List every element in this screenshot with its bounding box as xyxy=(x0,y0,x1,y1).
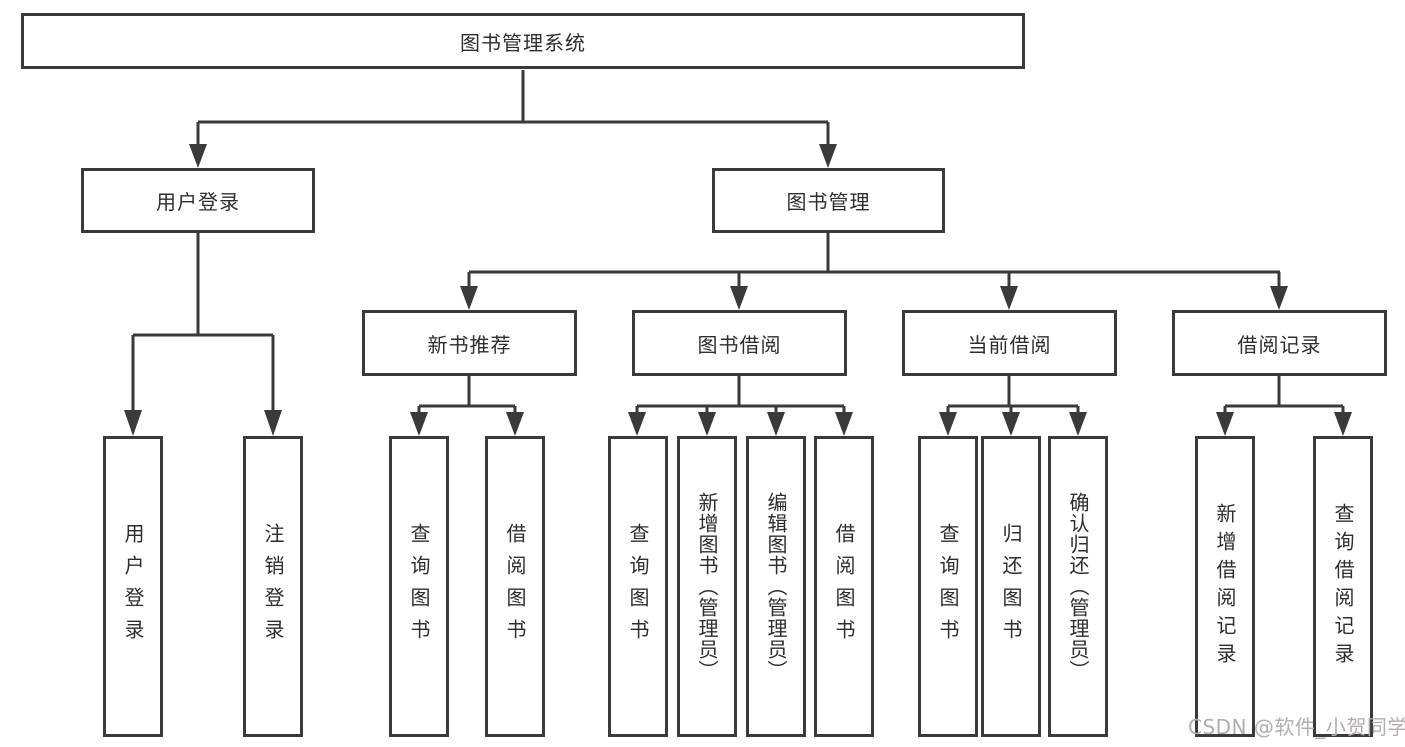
leaf-recommend-query-books-label: 查询图书 xyxy=(407,522,431,651)
leaf-records-add-record-label: 新增借阅记录 xyxy=(1213,502,1237,671)
csdn-watermark: CSDN @软件_小贺同学 xyxy=(1188,715,1405,739)
node-current-borrow-label: 当前借阅 xyxy=(967,332,1052,357)
leaf-logout-label: 注销登录 xyxy=(261,522,285,651)
connector-borrow-children xyxy=(628,376,853,436)
node-new-book-recommend: 新书推荐 xyxy=(362,310,577,376)
leaf-user-login-label: 用户登录 xyxy=(121,522,145,651)
leaf-records-query-record-label: 查询借阅记录 xyxy=(1331,502,1355,671)
leaf-records-query-record: 查询借阅记录 xyxy=(1313,436,1373,737)
connector-root-to-level2 xyxy=(189,70,837,168)
leaf-current-query-books: 查询图书 xyxy=(918,436,978,737)
leaf-user-login: 用户登录 xyxy=(103,436,163,737)
node-book-borrow: 图书借阅 xyxy=(632,310,847,376)
node-root-label: 图书管理系统 xyxy=(460,30,586,55)
node-book-borrow-label: 图书借阅 xyxy=(697,332,782,357)
node-user-login-label: 用户登录 xyxy=(156,190,240,214)
leaf-current-confirm-return-admin-label: 确认归还（管理员） xyxy=(1066,492,1090,681)
leaf-recommend-borrow-books-label: 借阅图书 xyxy=(503,522,527,651)
connector-mgmt-children xyxy=(460,233,1288,310)
node-borrow-records-label: 借阅记录 xyxy=(1237,332,1322,357)
leaf-current-confirm-return-admin: 确认归还（管理员） xyxy=(1048,436,1108,737)
leaf-records-add-record: 新增借阅记录 xyxy=(1195,436,1255,737)
node-current-borrow: 当前借阅 xyxy=(902,310,1117,376)
connector-recommend-children xyxy=(410,376,524,436)
leaf-current-return-books-label: 归还图书 xyxy=(999,522,1023,651)
leaf-recommend-borrow-books: 借阅图书 xyxy=(485,436,545,737)
leaf-logout: 注销登录 xyxy=(243,436,303,737)
leaf-borrow-query-books: 查询图书 xyxy=(608,436,668,737)
leaf-recommend-query-books: 查询图书 xyxy=(389,436,449,737)
leaf-borrow-add-books-admin-label: 新增图书（管理员） xyxy=(695,492,719,681)
leaf-current-query-books-label: 查询图书 xyxy=(936,522,960,651)
leaf-borrow-edit-books-admin-label: 编辑图书（管理员） xyxy=(764,492,788,681)
leaf-borrow-borrow-books-label: 借阅图书 xyxy=(832,522,856,651)
connector-login-children xyxy=(124,233,282,436)
leaf-current-return-books: 归还图书 xyxy=(981,436,1041,737)
node-book-management: 图书管理 xyxy=(712,168,945,233)
node-user-login: 用户登录 xyxy=(81,168,315,233)
leaf-borrow-query-books-label: 查询图书 xyxy=(626,522,650,651)
leaf-borrow-edit-books-admin: 编辑图书（管理员） xyxy=(746,436,806,737)
leaf-borrow-add-books-admin: 新增图书（管理员） xyxy=(677,436,737,737)
node-new-book-recommend-label: 新书推荐 xyxy=(427,332,512,357)
connector-current-children xyxy=(939,376,1087,436)
connector-records-children xyxy=(1216,376,1352,436)
node-borrow-records: 借阅记录 xyxy=(1172,310,1387,376)
node-book-management-label: 图书管理 xyxy=(786,190,871,214)
node-root: 图书管理系统 xyxy=(21,13,1025,69)
leaf-borrow-borrow-books: 借阅图书 xyxy=(814,436,874,737)
